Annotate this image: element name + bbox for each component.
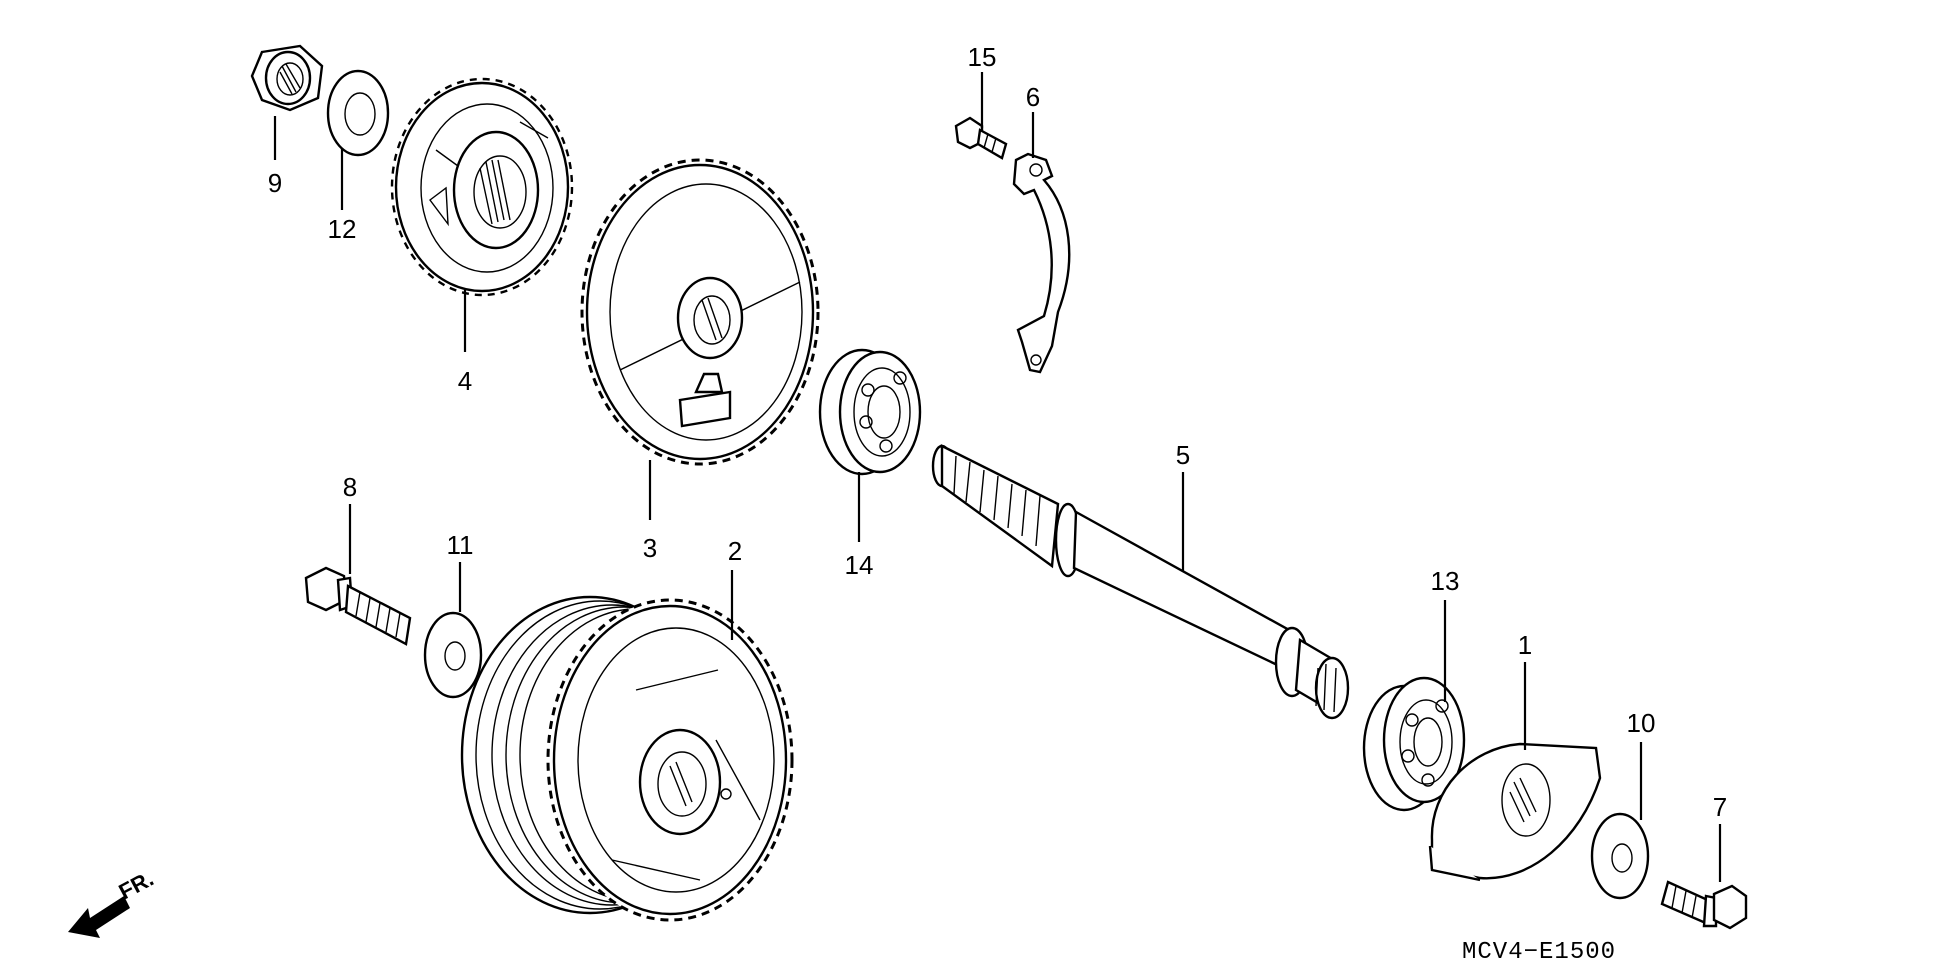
part-12-washer[interactable] <box>326 69 390 157</box>
part-1-cam-plate[interactable] <box>1428 742 1602 882</box>
front-direction-indicator: FR. <box>68 866 158 938</box>
callout-8: 8 <box>343 472 357 502</box>
callout-9: 9 <box>268 168 282 198</box>
callout-12: 12 <box>328 214 357 244</box>
part-6-bracket[interactable] <box>1012 152 1071 374</box>
part-10-washer[interactable] <box>1590 812 1650 900</box>
part-2-gear-drum[interactable] <box>460 595 794 922</box>
diagram-reference-code: MCV4−E1500 <box>1462 939 1616 965</box>
part-5-shaft[interactable] <box>931 444 1350 720</box>
callout-10: 10 <box>1627 708 1656 738</box>
part-3-gear[interactable] <box>580 158 820 466</box>
callout-15: 15 <box>968 42 997 72</box>
callout-13: 13 <box>1431 566 1460 596</box>
callout-labels: 9 12 4 3 2 8 11 14 5 13 1 10 7 15 6 <box>268 42 1727 822</box>
callout-1: 1 <box>1518 630 1532 660</box>
callout-4: 4 <box>458 366 472 396</box>
part-8-bolt[interactable] <box>304 566 412 646</box>
callout-6: 6 <box>1026 82 1040 112</box>
callout-5: 5 <box>1176 440 1190 470</box>
leader-lines <box>273 72 1722 882</box>
part-9-nut[interactable] <box>250 44 324 112</box>
part-11-washer[interactable] <box>423 611 483 699</box>
front-arrow-icon <box>68 896 130 938</box>
callout-14: 14 <box>845 550 874 580</box>
callout-11: 11 <box>447 530 474 560</box>
part-15-bolt[interactable] <box>954 116 1008 160</box>
part-14-bearing[interactable] <box>818 348 922 476</box>
part-13-bearing[interactable] <box>1362 676 1466 812</box>
callout-7: 7 <box>1713 792 1727 822</box>
part-7-bolt[interactable] <box>1660 880 1748 930</box>
callout-2: 2 <box>728 536 742 566</box>
part-4-gear[interactable] <box>390 77 574 297</box>
callout-3: 3 <box>643 533 657 563</box>
